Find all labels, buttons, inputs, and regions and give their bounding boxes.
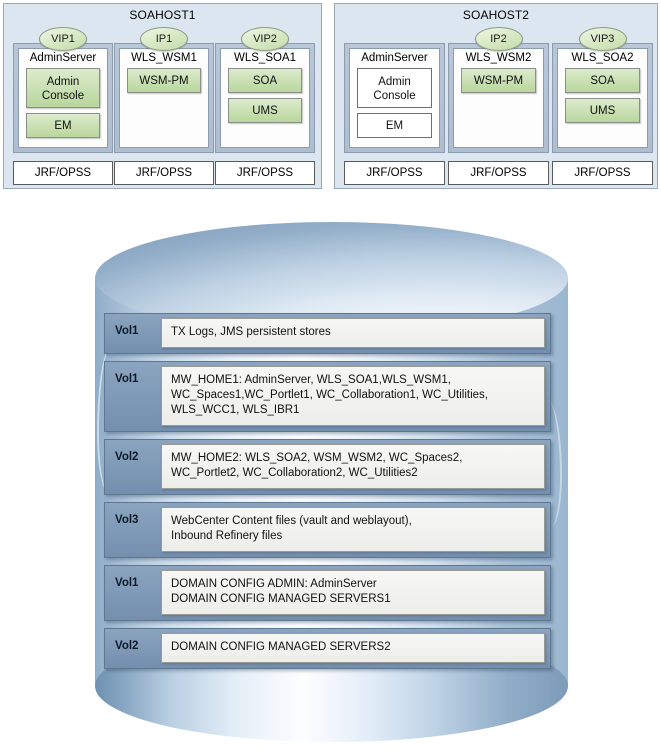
volume-row: Vol3 WebCenter Content files (vault and w… [104,502,551,558]
component-list: WSM-PM [454,68,543,93]
component-label-line2: Console [373,90,416,102]
volume-row: Vol1 MW_HOME1: AdminServer, WLS_SOA1,WLS_… [104,361,551,432]
component-label-line1: Admin [46,76,80,88]
volume-label: Vol2 [115,451,139,463]
volume-content: MW_HOME1: AdminServer, WLS_SOA1,WLS_WSM1… [161,366,545,426]
volume-content: DOMAIN CONFIG MANAGED SERVERS2 [161,633,545,663]
volume-content: TX Logs, JMS persistent stores [161,318,545,348]
host-title: SOAHOST2 [462,8,530,22]
server-name: AdminServer [29,52,97,64]
component-label-line2: Console [41,90,85,102]
volume-row: Vol1 TX Logs, JMS persistent stores [104,313,551,354]
component-box-wsm-pm[interactable]: WSM-PM [127,68,201,93]
jrf-opss-strip: JRF/OPSS [344,161,445,185]
host-title: SOAHOST1 [129,8,196,22]
server-shell: WLS_SOA1 SOA UMS [215,43,315,153]
vip-badge[interactable]: VIP3 [578,27,627,51]
jrf-opss-strip: JRF/OPSS [114,161,214,185]
component-list: WSM-PM [120,68,208,93]
component-box-soa[interactable]: SOA [565,68,640,93]
volume-content-line: Inbound Refinery files [171,530,283,542]
server-inner: WLS_SOA1 SOA UMS [220,48,310,148]
volume-label: Vol1 [115,577,139,589]
host-panel-soahost1: SOAHOST1 VIP1 AdminServer Admin Console … [3,3,322,189]
jrf-opss-strip: JRF/OPSS [552,161,653,185]
volume-content-line: MW_HOME1: AdminServer, WLS_SOA1,WLS_WSM1… [171,374,451,386]
component-box-em[interactable]: EM [26,113,100,138]
server-name: AdminServer [361,52,428,64]
server-inner: AdminServer Admin Console EM [18,48,108,148]
component-box-ums[interactable]: UMS [565,98,640,123]
component-box-ums[interactable]: UMS [228,98,302,123]
component-list: SOA UMS [221,68,309,123]
volume-content: MW_HOME2: WLS_SOA2, WSM_WSM2, WC_Spaces2… [161,444,545,489]
server-shell: WLS_WSM2 WSM-PM [448,43,549,153]
volume-content-line: WC_Spaces1,WC_Portlet1, WC_Collaboration… [171,389,488,401]
server-shell: WLS_WSM1 WSM-PM [114,43,214,153]
component-label-line1: Admin [378,76,411,88]
component-list: SOA UMS [558,68,647,123]
component-list: Admin Console EM [350,68,439,138]
host-panel-soahost2: SOAHOST2 AdminServer Admin Console EM JR… [334,3,658,189]
vip-badge[interactable]: VIP1 [39,27,87,51]
server-shell: WLS_SOA2 SOA UMS [552,43,653,153]
volume-content-line: DOMAIN CONFIG ADMIN: AdminServer [171,578,377,590]
vip-badge[interactable]: VIP2 [241,27,289,51]
server-inner: AdminServer Admin Console EM [349,48,440,148]
server-name: WLS_SOA1 [234,52,296,64]
volume-row: Vol2 DOMAIN CONFIG MANAGED SERVERS2 [104,628,551,669]
volume-label: Vol1 [115,325,139,337]
server-name: WLS_SOA2 [571,52,634,64]
jrf-opss-strip: JRF/OPSS [215,161,315,185]
volume-content-line: MW_HOME2: WLS_SOA2, WSM_WSM2, WC_Spaces2… [171,452,463,464]
component-box-wsm-pm[interactable]: WSM-PM [461,68,536,93]
hosts-row: SOAHOST1 VIP1 AdminServer Admin Console … [0,0,661,196]
server-inner: WLS_SOA2 SOA UMS [557,48,648,148]
volume-content-line: TX Logs, JMS persistent stores [171,326,331,338]
volume-content-line: DOMAIN CONFIG MANAGED SERVERS2 [171,641,391,653]
server-name: WLS_WSM2 [465,52,532,64]
volume-content-line: DOMAIN CONFIG MANAGED SERVERS1 [171,593,391,605]
jrf-opss-strip: JRF/OPSS [448,161,549,185]
ip-badge[interactable]: IP2 [474,27,523,51]
ip-badge[interactable]: IP1 [140,27,188,51]
server-name: WLS_WSM1 [131,52,197,64]
volume-row: Vol2 MW_HOME2: WLS_SOA2, WSM_WSM2, WC_Spa… [104,439,551,495]
component-box-admin-console[interactable]: Admin Console [357,68,432,108]
server-inner: WLS_WSM2 WSM-PM [453,48,544,148]
volume-label: Vol3 [115,514,139,526]
component-list: Admin Console EM [19,68,107,138]
component-box-em[interactable]: EM [357,113,432,138]
volume-content-line: WC_Portlet2, WC_Collaboration2, WC_Utili… [171,467,418,479]
component-box-soa[interactable]: SOA [228,68,302,93]
server-shell: AdminServer Admin Console EM [13,43,113,153]
volume-label: Vol1 [115,373,139,385]
component-box-admin-console[interactable]: Admin Console [26,68,100,108]
volume-label: Vol2 [115,640,139,652]
server-inner: WLS_WSM1 WSM-PM [119,48,209,148]
jrf-opss-strip: JRF/OPSS [13,161,113,185]
server-shell: AdminServer Admin Console EM [344,43,445,153]
volume-content-line: WLS_WCC1, WLS_IBR1 [171,404,300,416]
volume-content: WebCenter Content files (vault and webla… [161,507,545,552]
volume-content-line: WebCenter Content files (vault and webla… [171,515,412,527]
